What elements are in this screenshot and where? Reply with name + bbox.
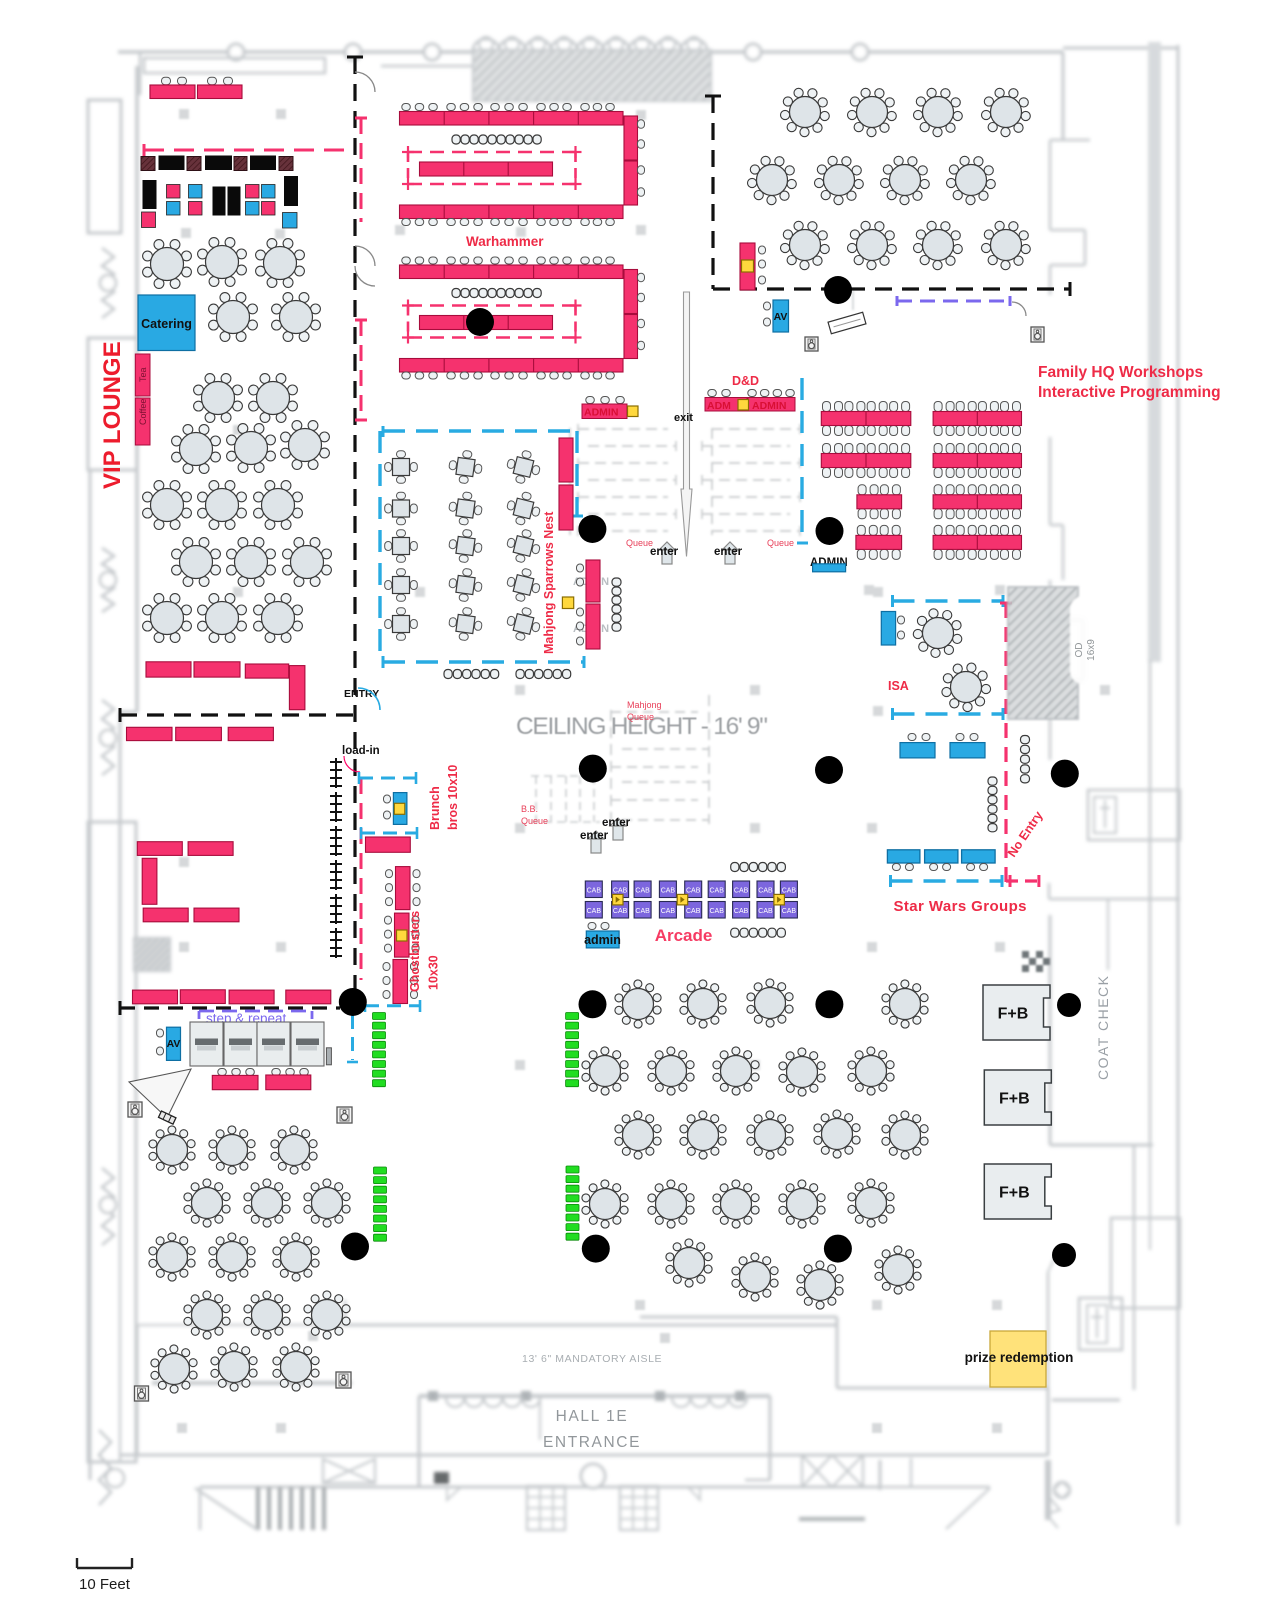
svg-text:ADMIN: ADMIN bbox=[584, 407, 618, 419]
svg-text:CAB: CAB bbox=[661, 908, 676, 915]
svg-text:Catering: Catering bbox=[141, 317, 192, 331]
svg-text:CAB: CAB bbox=[758, 908, 773, 915]
svg-text:CAB: CAB bbox=[635, 908, 650, 915]
svg-text:CAB: CAB bbox=[613, 888, 628, 895]
svg-text:Queue: Queue bbox=[521, 816, 548, 826]
svg-text:ENTRANCE: ENTRANCE bbox=[543, 1434, 641, 1451]
svg-text:prize redemption: prize redemption bbox=[965, 1350, 1074, 1365]
svg-text:Interactive Programming: Interactive Programming bbox=[1038, 384, 1221, 401]
svg-text:exit: exit bbox=[674, 412, 693, 424]
svg-text:Tea: Tea bbox=[138, 367, 148, 382]
svg-text:Brunch: Brunch bbox=[428, 786, 442, 830]
svg-text:Star Wars Groups: Star Wars Groups bbox=[894, 898, 1027, 915]
svg-text:CAB: CAB bbox=[587, 908, 602, 915]
svg-text:CAB: CAB bbox=[635, 888, 650, 895]
svg-text:ADMIN: ADMIN bbox=[752, 400, 786, 412]
svg-text:ISA: ISA bbox=[888, 679, 909, 693]
svg-text:COAT CHECK: COAT CHECK bbox=[1095, 975, 1111, 1081]
svg-text:VIP LOUNGE: VIP LOUNGE bbox=[99, 341, 126, 489]
svg-text:10x30: 10x30 bbox=[427, 955, 441, 990]
svg-text:ADM: ADM bbox=[707, 400, 731, 412]
svg-text:13' 6" MANDATORY AISLE: 13' 6" MANDATORY AISLE bbox=[522, 1353, 662, 1365]
svg-text:Arcade: Arcade bbox=[655, 926, 713, 945]
svg-text:CAB: CAB bbox=[686, 908, 701, 915]
svg-text:F+B: F+B bbox=[999, 1091, 1030, 1108]
svg-text:Ghostbusters: Ghostbusters bbox=[408, 911, 422, 992]
svg-text:CAB: CAB bbox=[686, 888, 701, 895]
svg-text:CAB: CAB bbox=[613, 908, 628, 915]
svg-text:Queue: Queue bbox=[626, 538, 653, 548]
svg-text:AV: AV bbox=[167, 1038, 181, 1050]
svg-text:bros 10x10: bros 10x10 bbox=[446, 765, 460, 830]
svg-text:enter: enter bbox=[650, 546, 679, 558]
svg-text:admin: admin bbox=[584, 933, 621, 947]
svg-text:CAB: CAB bbox=[782, 908, 797, 915]
svg-text:10 Feet: 10 Feet bbox=[79, 1576, 131, 1593]
svg-text:CAB: CAB bbox=[782, 888, 797, 895]
svg-text:CAB: CAB bbox=[734, 888, 749, 895]
svg-text:CAB: CAB bbox=[661, 888, 676, 895]
svg-text:Mahjong Sparrows Nest: Mahjong Sparrows Nest bbox=[542, 511, 556, 654]
svg-text:AV: AV bbox=[774, 311, 788, 323]
svg-text:CAB: CAB bbox=[758, 888, 773, 895]
svg-text:Mahjong: Mahjong bbox=[627, 700, 662, 710]
svg-text:OD: OD bbox=[1074, 643, 1085, 658]
svg-text:CEILING HEIGHT - 16' 9": CEILING HEIGHT - 16' 9" bbox=[516, 713, 768, 740]
svg-text:Queue: Queue bbox=[627, 712, 654, 722]
svg-text:enter: enter bbox=[602, 817, 631, 829]
svg-text:HALL 1E: HALL 1E bbox=[556, 1408, 629, 1425]
svg-text:load-in: load-in bbox=[342, 745, 380, 757]
svg-text:CAB: CAB bbox=[587, 888, 602, 895]
svg-text:16x9: 16x9 bbox=[1086, 639, 1097, 661]
svg-text:B.B.: B.B. bbox=[521, 804, 538, 814]
svg-text:CAB: CAB bbox=[709, 908, 724, 915]
svg-text:F+B: F+B bbox=[999, 1185, 1030, 1202]
svg-text:D&D: D&D bbox=[732, 374, 759, 388]
svg-text:Coffee: Coffee bbox=[138, 399, 148, 425]
svg-text:Warhammer: Warhammer bbox=[466, 234, 544, 249]
svg-text:CAB: CAB bbox=[709, 888, 724, 895]
svg-text:enter: enter bbox=[580, 830, 609, 842]
svg-text:enter: enter bbox=[714, 546, 743, 558]
svg-text:F+B: F+B bbox=[998, 1006, 1029, 1023]
svg-text:CAB: CAB bbox=[734, 908, 749, 915]
svg-text:Family HQ Workshops: Family HQ Workshops bbox=[1038, 364, 1203, 381]
svg-text:Queue: Queue bbox=[767, 538, 794, 548]
